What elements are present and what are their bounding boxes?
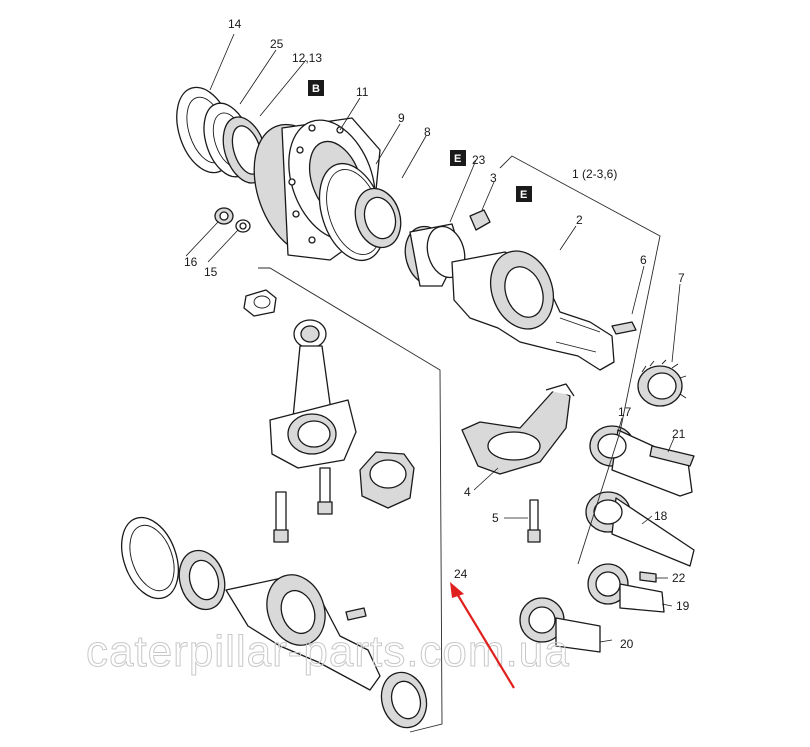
callout-5: 5 (492, 511, 499, 525)
rod-bolt-left (273, 491, 289, 543)
callout-8: 8 (424, 125, 431, 139)
bearing-ring-8 (354, 187, 402, 249)
snap-ring-inset (121, 516, 179, 600)
badge-e-lower: E (516, 186, 532, 202)
svg-text:B: B (312, 83, 320, 95)
rod-bolt-right (317, 467, 333, 515)
callout-18: 18 (654, 509, 668, 523)
washer-15 (235, 219, 251, 233)
callout-20: 20 (620, 637, 634, 651)
svg-text:E: E (520, 189, 527, 201)
bearing-23 (404, 223, 466, 287)
callout-2: 2 (576, 213, 583, 227)
assembly-bracket-24 (258, 267, 443, 733)
callout-4: 4 (464, 485, 471, 499)
callout-23: 23 (472, 153, 486, 167)
callout-7: 7 (678, 271, 685, 285)
counterweight-4 (461, 383, 575, 475)
gear-shaft-17 (589, 425, 693, 497)
nut-16 (214, 207, 234, 225)
connecting-rod (269, 319, 357, 469)
callout-15: 15 (204, 265, 218, 279)
gear-shaft-18 (585, 491, 695, 567)
bushing-top (243, 289, 277, 317)
svg-text:E: E (454, 153, 461, 165)
key-3 (469, 209, 491, 231)
callout-9: 9 (398, 111, 405, 125)
callout-6: 6 (640, 253, 647, 267)
callout-11: 11 (356, 85, 369, 99)
bearing-inset-left (178, 549, 226, 611)
badge-b: B (308, 80, 324, 96)
callout-19: 19 (676, 599, 690, 613)
key-6 (611, 321, 637, 335)
callout-17: 17 (618, 405, 632, 419)
rod-bearing-cap (359, 451, 415, 509)
crankshaft-2 (451, 250, 615, 371)
callout-14: 14 (228, 17, 242, 31)
callout-16: 16 (184, 255, 198, 269)
callout-3: 3 (490, 171, 497, 185)
bolt-5 (527, 499, 541, 543)
callout-1: 1 (2-3,6) (572, 167, 617, 181)
crankshaft-inset (225, 574, 381, 691)
callout-22: 22 (672, 571, 686, 585)
assembly-bracket-1 (499, 155, 661, 565)
leader-lines (185, 33, 681, 643)
callout-25: 25 (270, 37, 284, 51)
callout-24: 24 (454, 567, 468, 581)
key-22 (639, 571, 657, 583)
gear-7 (637, 359, 687, 407)
gear-20 (519, 597, 601, 653)
callout-12-13: 12,13 (292, 51, 322, 65)
badge-e-upper: E (450, 150, 466, 166)
bearing-inset-right (380, 671, 428, 729)
key-inset (345, 607, 367, 621)
callout-21: 21 (672, 427, 686, 441)
red-pointer-arrow (450, 582, 515, 689)
key-21 (649, 445, 695, 467)
gear-shaft-19 (587, 563, 665, 613)
watermark-text: caterpillar-parts.com.ua (86, 627, 570, 676)
